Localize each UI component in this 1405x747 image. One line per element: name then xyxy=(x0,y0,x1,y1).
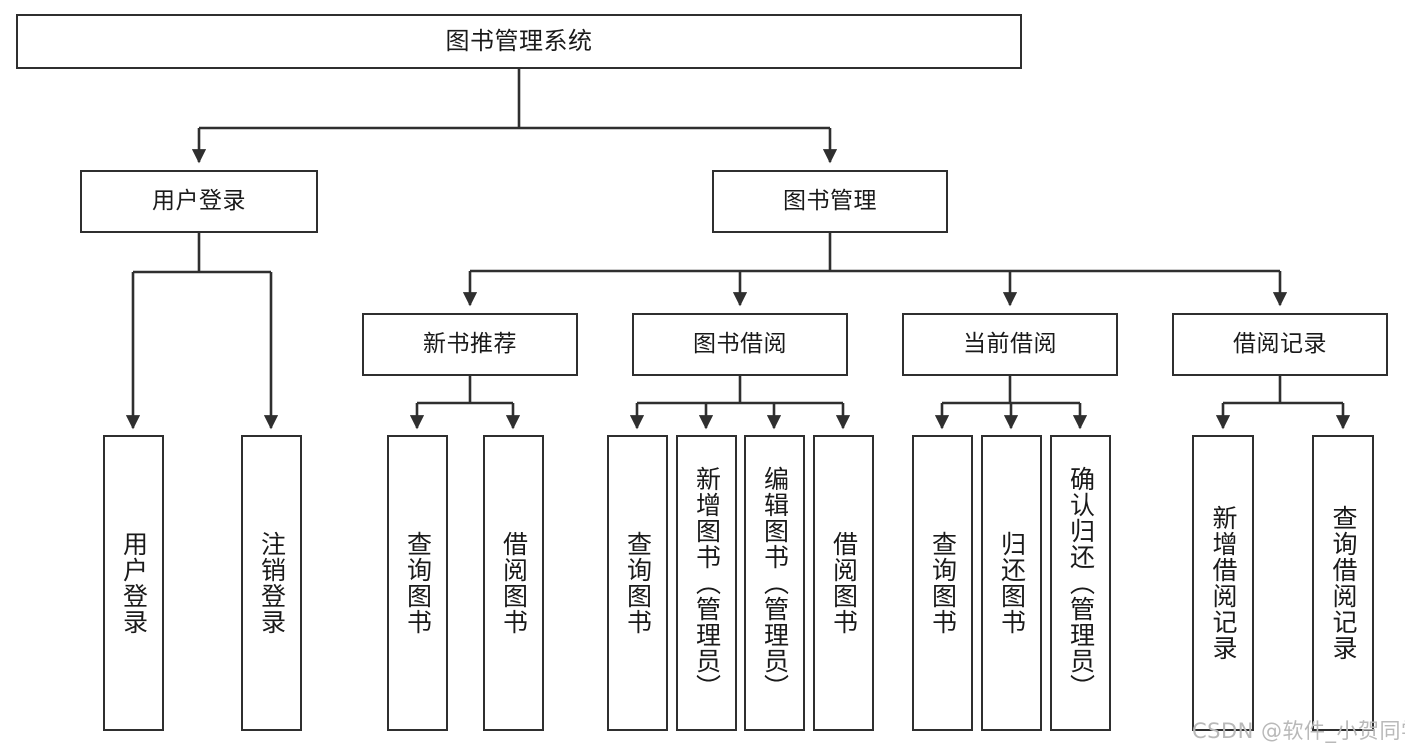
node-book-management[interactable]: 图书管理 xyxy=(712,170,948,233)
node-book-borrowing[interactable]: 图书借阅 xyxy=(632,313,848,376)
node-label: 借阅图书 xyxy=(829,531,859,635)
node-root-book-management-system[interactable]: 图书管理系统 xyxy=(16,14,1022,69)
node-label: 新增图书（管理员） xyxy=(692,466,722,700)
leaf-borrow-query-books[interactable]: 查询图书 xyxy=(607,435,668,731)
node-label: 借阅记录 xyxy=(1233,330,1327,357)
csdn-watermark: CSDN @软件_小贺同学 xyxy=(1192,719,1405,743)
leaf-borrow-add-book-admin[interactable]: 新增图书（管理员） xyxy=(676,435,737,731)
leaf-new-book-borrow-books[interactable]: 借阅图书 xyxy=(483,435,544,731)
node-label: 归还图书 xyxy=(997,531,1027,635)
node-label: 编辑图书（管理员） xyxy=(760,466,790,700)
leaf-user-login-logout[interactable]: 注销登录 xyxy=(241,435,302,731)
node-label: 用户登录 xyxy=(152,187,246,214)
leaf-borrow-edit-book-admin[interactable]: 编辑图书（管理员） xyxy=(744,435,805,731)
node-new-book-recommendation[interactable]: 新书推荐 xyxy=(362,313,578,376)
leaf-records-add-record[interactable]: 新增借阅记录 xyxy=(1192,435,1254,731)
leaf-records-query-record[interactable]: 查询借阅记录 xyxy=(1312,435,1374,731)
node-label: 查询图书 xyxy=(928,531,958,635)
node-label: 查询图书 xyxy=(403,531,433,635)
node-label: 确认归还（管理员） xyxy=(1066,466,1096,700)
node-label: 新书推荐 xyxy=(423,330,517,357)
leaf-borrow-borrow-books[interactable]: 借阅图书 xyxy=(813,435,874,731)
node-label: 图书管理 xyxy=(783,187,877,214)
node-label: 新增借阅记录 xyxy=(1209,505,1238,661)
leaf-user-login-login[interactable]: 用户登录 xyxy=(103,435,164,731)
node-label: 用户登录 xyxy=(119,531,149,635)
node-current-borrowing[interactable]: 当前借阅 xyxy=(902,313,1118,376)
leaf-current-return-books[interactable]: 归还图书 xyxy=(981,435,1042,731)
node-label: 图书借阅 xyxy=(693,330,787,357)
node-label: 查询图书 xyxy=(623,531,653,635)
leaf-current-query-books[interactable]: 查询图书 xyxy=(912,435,973,731)
node-label: 注销登录 xyxy=(257,531,287,635)
node-label: 图书管理系统 xyxy=(445,27,593,56)
node-label: 当前借阅 xyxy=(963,330,1057,357)
node-borrowing-records[interactable]: 借阅记录 xyxy=(1172,313,1388,376)
node-label: 借阅图书 xyxy=(499,531,529,635)
leaf-new-book-query-books[interactable]: 查询图书 xyxy=(387,435,448,731)
leaf-current-confirm-return-admin[interactable]: 确认归还（管理员） xyxy=(1050,435,1111,731)
node-label: 查询借阅记录 xyxy=(1329,505,1358,661)
node-user-login[interactable]: 用户登录 xyxy=(80,170,318,233)
